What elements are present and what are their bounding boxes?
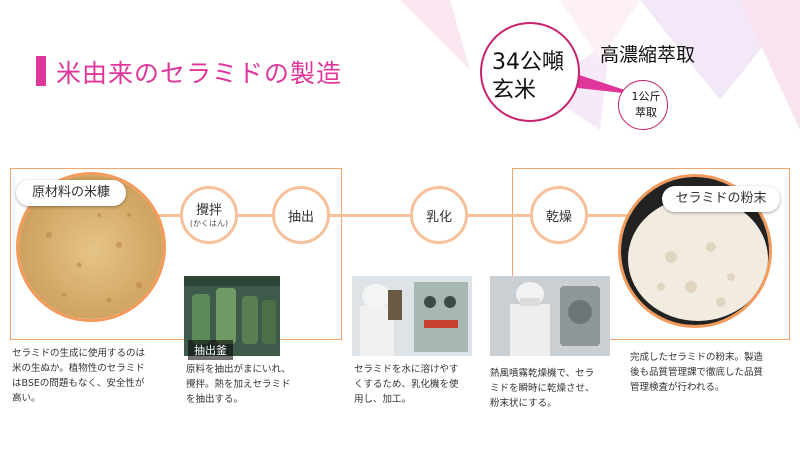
title-accent-bar [36, 56, 46, 86]
desc-line: ミドを瞬時に乾燥させ、 [490, 383, 595, 394]
step-stir: 攪拌 (かくはん) [180, 186, 238, 244]
desc-product: 完成したセラミドの粉末。製造 後も品質管理課で徹底した品質 管理検査が行われる。 [630, 350, 795, 395]
ceramide-powder-photo [618, 174, 772, 328]
desc-stir-extract: 原料を抽出がまにいれ、 攪拌。熱を加えセラミド を抽出する。 [186, 362, 326, 407]
raw-material-label: 原材料の米糠 [16, 180, 126, 206]
step-stir-label: 攪拌 [195, 203, 222, 218]
desc-line: 原料を抽出がまにいれ、 [186, 364, 291, 375]
product-label: セラミドの粉末 [662, 186, 780, 212]
emulsifier-photo [352, 276, 472, 356]
spray-dryer-image [490, 276, 610, 356]
desc-line: 攪拌。熱を加えセラミド [186, 379, 291, 390]
step-emulsify-label: 乳化 [425, 210, 452, 225]
desc-line: 熱風噴霧乾燥機で、セラ [490, 368, 595, 379]
bubble-material: 玄米 [492, 78, 537, 103]
bubble-amount: 34公噸 [492, 50, 564, 75]
desc-line: 粉末状にする。 [490, 398, 557, 409]
desc-line: 米の生ぬか。植物性のセラミド [12, 363, 145, 374]
desc-emulsify: セラミドを水に溶けやす くするため、乳化機を使 用し、加工。 [354, 362, 484, 407]
step-stir-sub: (かくはん) [189, 219, 229, 228]
small-bubble-label: 萃取 [635, 106, 657, 119]
desc-dry: 熱風噴霧乾燥機で、セラ ミドを瞬時に乾燥させ、 粉末状にする。 [490, 366, 620, 411]
step-dry-label: 乾燥 [545, 210, 572, 225]
desc-raw-material: セラミドの生成に使用するのは 米の生ぬか。植物性のセラミド はBSEの問題もなく… [12, 346, 182, 406]
step-dry: 乾燥 [530, 186, 588, 244]
small-bubble-amount: 1公斤 [631, 90, 661, 103]
desc-line: 用し、加工。 [354, 394, 412, 405]
emulsifier-image [352, 276, 472, 356]
spray-dryer-photo [490, 276, 610, 356]
step-extract: 抽出 [272, 186, 330, 244]
desc-line: 管理検査が行われる。 [630, 382, 725, 393]
extract-amount-bubble [618, 80, 668, 130]
desc-line: はBSEの問題もなく、安全性が [12, 378, 145, 389]
rice-amount-bubble [480, 22, 580, 122]
desc-line: を抽出する。 [186, 394, 244, 405]
desc-line: セラミドの生成に使用するのは [12, 348, 146, 359]
extract-label: 高濃縮萃取 [600, 44, 696, 66]
desc-line: セラミドを水に溶けやす [354, 364, 459, 375]
step-extract-label: 抽出 [287, 210, 314, 225]
step-emulsify: 乳化 [410, 186, 468, 244]
desc-line: くするため、乳化機を使 [354, 379, 459, 390]
extraction-tank-caption: 抽出釜 [188, 340, 233, 360]
desc-line: 後も品質管理課で徹底した品質 [630, 367, 764, 378]
ceramide-powder-image [621, 177, 769, 325]
desc-line: 高い。 [12, 393, 41, 404]
flow-box-right [512, 168, 790, 340]
flow-box-left [10, 168, 342, 340]
page-title: 米由来のセラミドの製造 [56, 59, 343, 88]
desc-line: 完成したセラミドの粉末。製造 [630, 352, 764, 363]
flow-connector-line [150, 214, 650, 217]
